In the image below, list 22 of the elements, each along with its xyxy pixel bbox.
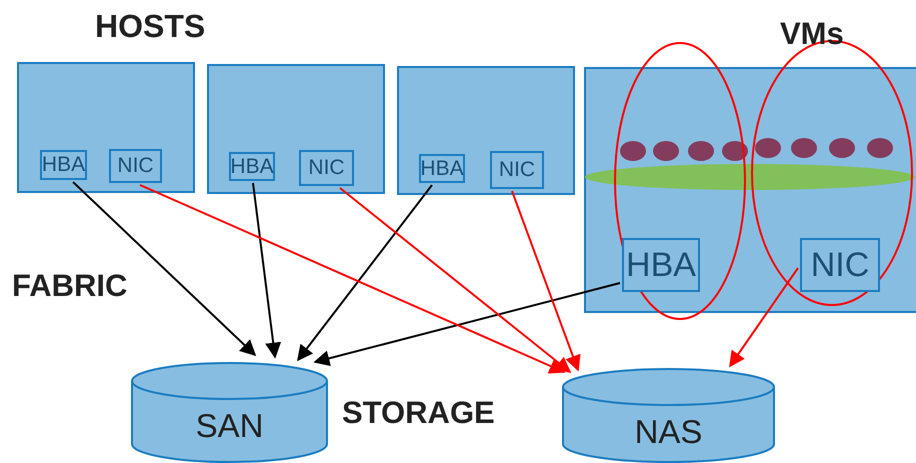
group-heading: VMs <box>780 16 844 52</box>
port-label: HBA <box>622 238 700 292</box>
port-label: NIC <box>299 150 354 186</box>
storage-cylinder <box>562 368 775 463</box>
arrow <box>252 182 282 359</box>
cylinder-label: SAN <box>194 407 264 445</box>
arrow <box>511 190 581 372</box>
group-heading: HOSTS <box>95 8 206 45</box>
port-label: NIC <box>800 238 880 292</box>
host-box <box>207 64 385 194</box>
cylinder-label: NAS <box>634 413 704 451</box>
storage-cylinder <box>131 362 328 463</box>
arrow <box>297 184 433 362</box>
port-label: NIC <box>109 149 162 183</box>
port-label: NIC <box>490 151 544 189</box>
group-heading: FABRIC <box>12 268 128 304</box>
port-label: HBA <box>40 150 87 180</box>
group-heading: STORAGE <box>342 395 495 431</box>
arrow <box>313 282 620 366</box>
host-box <box>17 62 195 193</box>
arrow <box>339 187 572 373</box>
host-box <box>397 66 575 195</box>
